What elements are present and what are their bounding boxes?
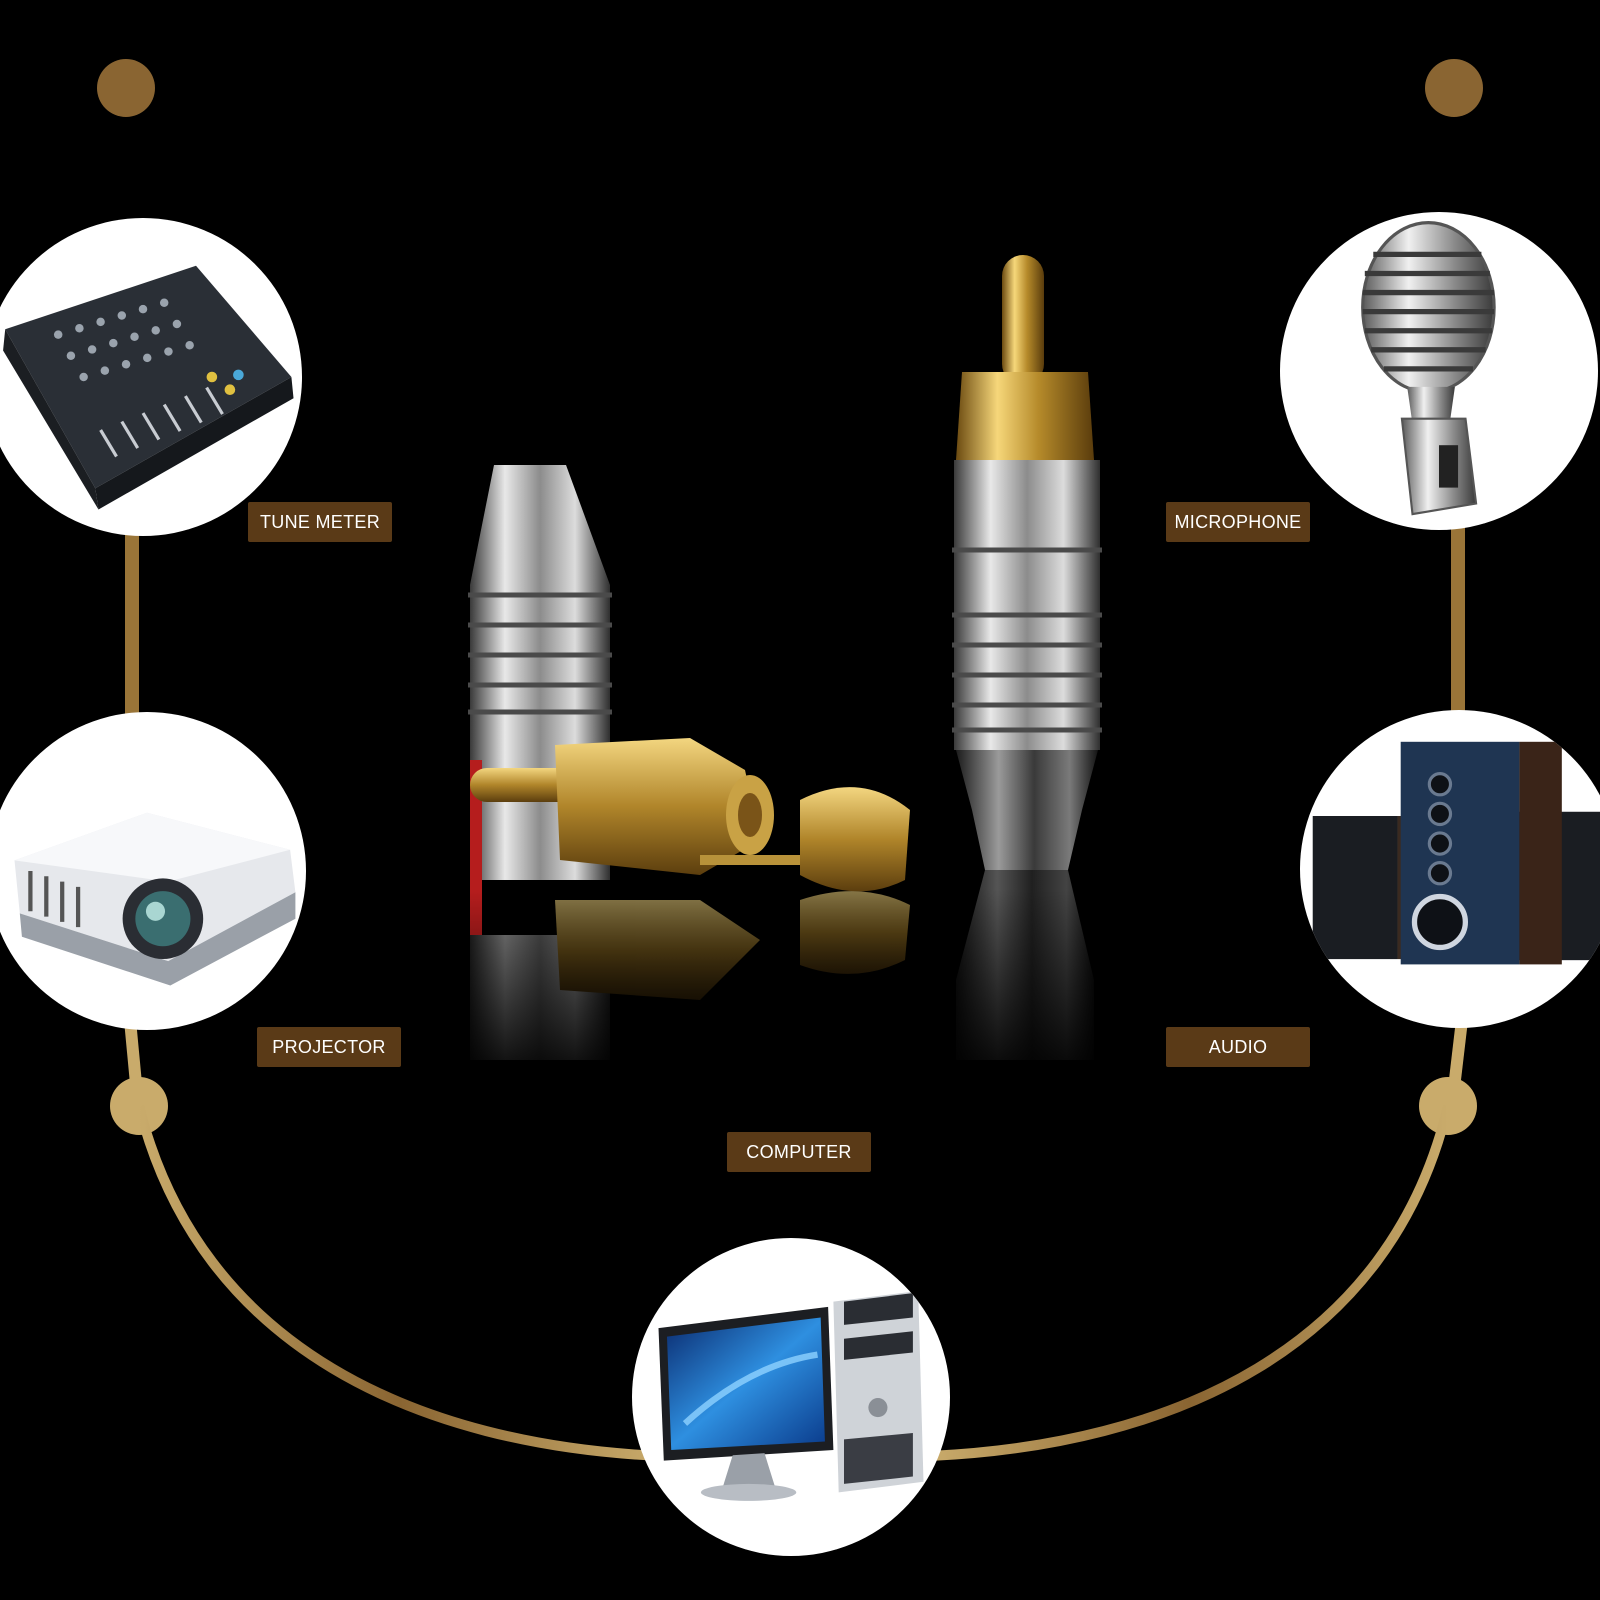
microphone-circle	[1280, 212, 1598, 530]
desktop-computer-icon	[658, 1291, 924, 1501]
projector-label: PROJECTOR	[257, 1027, 401, 1067]
audio-circle	[1300, 710, 1600, 1028]
vintage-microphone-icon	[1361, 221, 1496, 516]
projector-icon	[14, 812, 296, 986]
tune-meter-label: TUNE METER	[248, 502, 392, 542]
audio-label: AUDIO	[1166, 1027, 1310, 1067]
left-top-node	[97, 59, 155, 117]
speaker-system-icon	[1312, 741, 1600, 965]
projector-circle	[0, 712, 306, 1030]
computer-circle	[632, 1238, 950, 1556]
bottom-arc-line	[134, 1104, 661, 1461]
computer-label: COMPUTER	[727, 1132, 871, 1172]
microphone-label: MICROPHONE	[1166, 502, 1310, 542]
mixer-console-icon	[3, 265, 294, 510]
right-top-node	[1425, 59, 1483, 117]
tune-meter-circle	[0, 218, 302, 536]
